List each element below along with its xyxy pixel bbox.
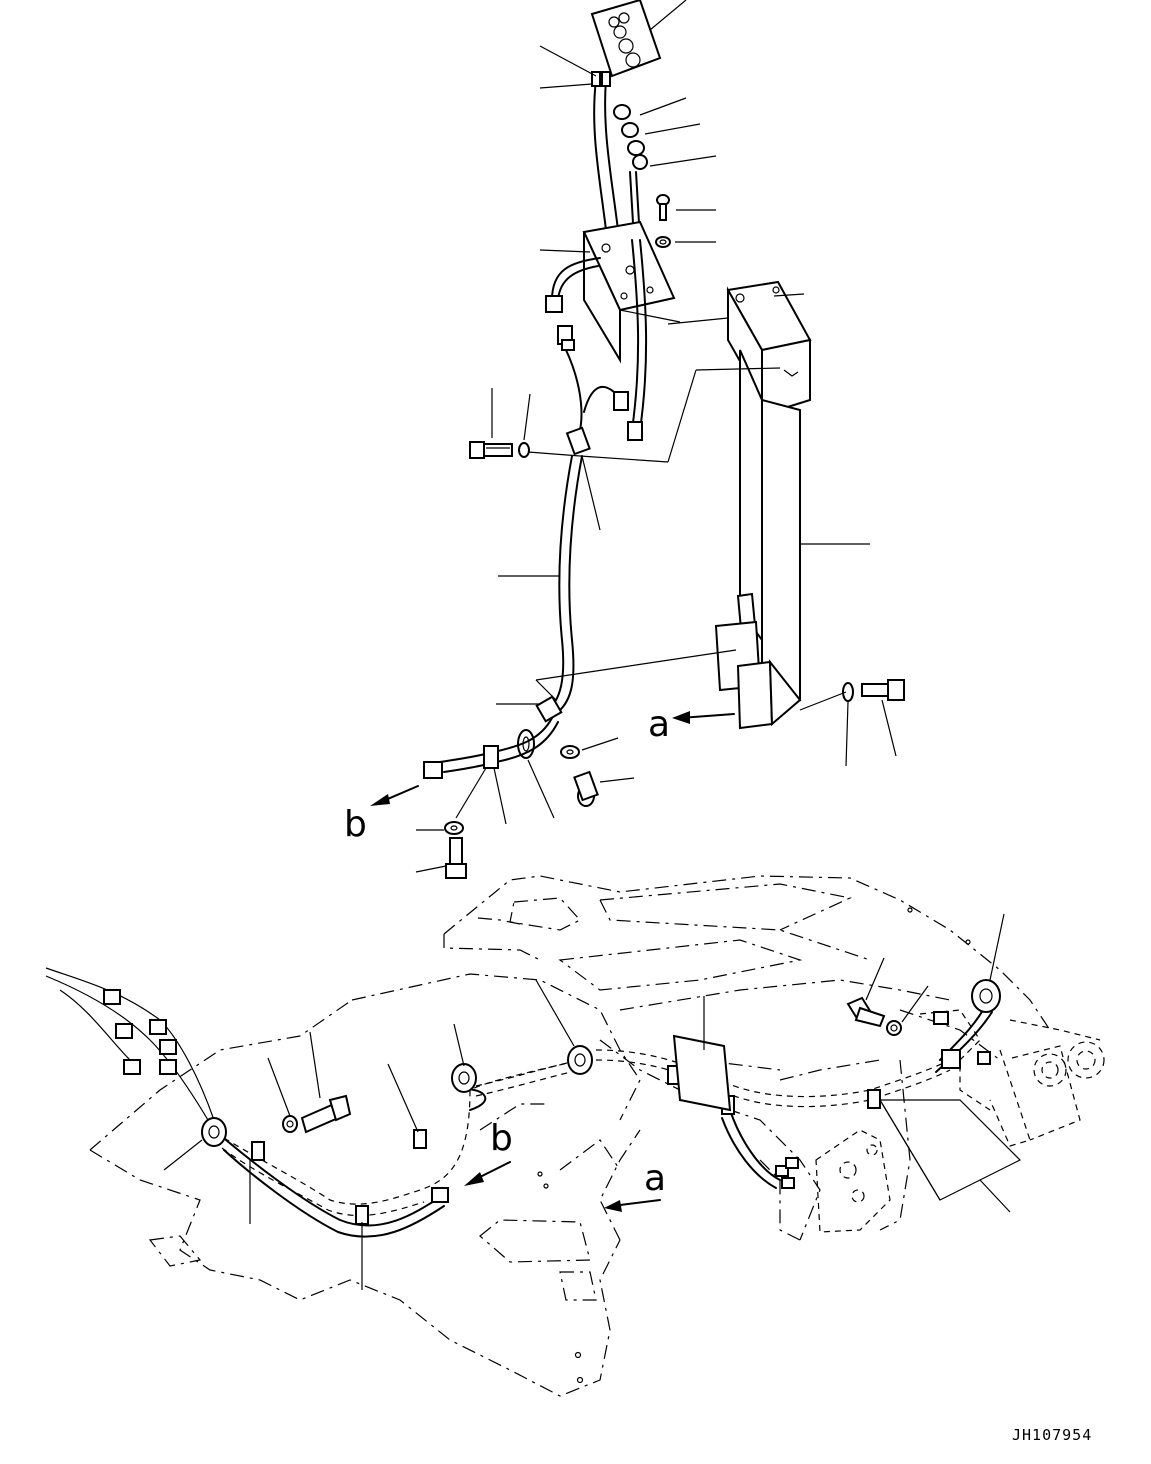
connector-lower-3 xyxy=(785,1157,799,1169)
connector-lower-1 xyxy=(775,1165,789,1177)
connector-lower-b xyxy=(431,1187,449,1203)
upper-assembly: b a xyxy=(344,0,905,879)
bolt-washer-lower xyxy=(415,737,635,879)
harness-thin-wires xyxy=(539,45,619,231)
view-arrow-a-lower: a xyxy=(604,1158,666,1212)
harness-cover-plate xyxy=(672,1034,1022,1201)
bolt-lower-right xyxy=(846,996,902,1036)
cab-pillar-bracket xyxy=(535,280,870,730)
connector-lower-5 xyxy=(977,1051,991,1065)
connector-lower-2 xyxy=(781,1177,795,1189)
lower-frame xyxy=(89,875,1105,1397)
view-arrow-b-lower: b xyxy=(464,1118,513,1186)
harness-clamp-upper xyxy=(565,426,601,531)
connectors-left-cluster xyxy=(45,967,215,1121)
view-arrow-a-upper: a xyxy=(648,704,735,745)
harness-clamp-mid xyxy=(496,695,563,723)
connector-lower-4 xyxy=(933,1011,949,1025)
harness-clamp-lower-7 xyxy=(941,1049,961,1069)
harness-clamp-lower-1 xyxy=(251,1141,265,1161)
lower-harness: b a xyxy=(45,913,1022,1290)
harness-clamp-lower-6 xyxy=(867,1089,881,1109)
switch-bracket xyxy=(539,220,681,364)
switch-knobs xyxy=(613,97,717,241)
harness-to-b xyxy=(423,717,559,825)
drawing-code: JH107954 xyxy=(1012,1426,1092,1444)
grommet-lower-1 xyxy=(163,1117,227,1171)
switch-label-plate xyxy=(590,0,687,78)
bolt-clamp-left xyxy=(469,388,581,459)
harness-main-upper xyxy=(565,239,648,441)
view-label-a-lower: a xyxy=(644,1158,666,1199)
view-label-a-upper: a xyxy=(648,704,670,745)
harness-connector-left xyxy=(545,257,601,351)
bolt-pillar xyxy=(799,679,905,767)
harness-long-down xyxy=(498,455,583,713)
grommet-lower-3 xyxy=(567,1045,593,1075)
bolt-lower-left xyxy=(282,1094,352,1134)
harness-clamp-lower-3 xyxy=(355,1205,369,1225)
view-label-b-upper: b xyxy=(344,804,367,845)
grommet-lower-4 xyxy=(971,979,1001,1013)
view-arrow-b-upper: b xyxy=(344,785,419,845)
view-label-b-lower: b xyxy=(490,1118,513,1159)
grommet-lower-2 xyxy=(451,1063,477,1093)
bolt-small-top xyxy=(655,194,716,248)
harness-clamp-lower-2 xyxy=(413,1129,427,1149)
